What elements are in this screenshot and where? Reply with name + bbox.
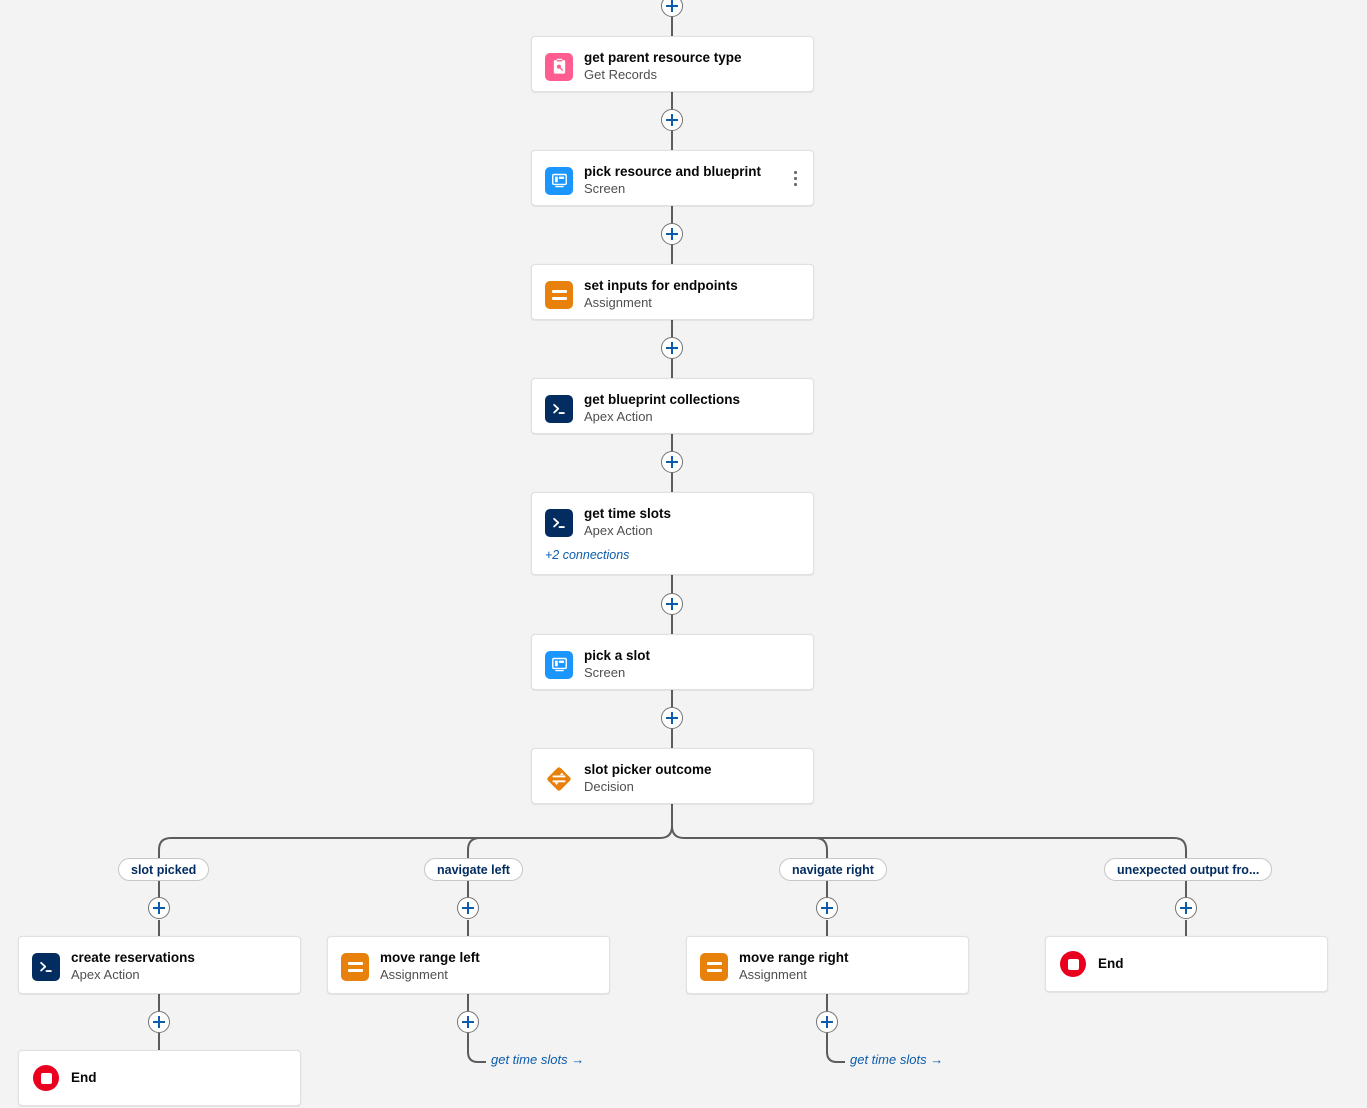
- goto-link-get-time-slots-right[interactable]: get time slots →: [850, 1052, 944, 1067]
- flow-node-create-reservations[interactable]: create reservations Apex Action: [18, 936, 301, 994]
- assignment-bars: [347, 961, 363, 972]
- flow-node-pick-resource-and-blueprint[interactable]: pick resource and blueprint Screen: [531, 150, 814, 206]
- node-menu-button[interactable]: [788, 169, 802, 187]
- add-element-button-after-get-time-slots[interactable]: [661, 593, 683, 615]
- flow-node-title: create reservations: [71, 950, 195, 965]
- connections-count-link[interactable]: +2 connections: [545, 548, 630, 562]
- flow-node-pick-a-slot[interactable]: pick a slot Screen: [531, 634, 814, 690]
- flow-node-subtitle: Decision: [584, 779, 634, 794]
- flow-node-subtitle: Screen: [584, 181, 626, 196]
- end-square: [1067, 958, 1079, 970]
- flow-node-subtitle: Apex Action: [584, 523, 653, 538]
- flow-node-title: move range right: [739, 950, 849, 965]
- kebab-dot: [793, 170, 797, 174]
- flow-node-subtitle: Assignment: [739, 967, 807, 982]
- flow-node-move-range-left[interactable]: move range left Assignment: [327, 936, 610, 994]
- add-element-button-after-get-parent-resource-type[interactable]: [661, 109, 683, 131]
- flow-node-title: End: [71, 1070, 97, 1085]
- screen-icon: [545, 650, 573, 679]
- branch-label-unexpected-output[interactable]: unexpected output fro...: [1104, 858, 1273, 881]
- flow-node-title: End: [1098, 956, 1124, 971]
- end-icon: [32, 1064, 60, 1092]
- flow-node-subtitle: Assignment: [584, 295, 652, 310]
- branch-label-navigate-right[interactable]: navigate right: [779, 858, 887, 881]
- assignment-icon: [700, 952, 728, 981]
- branch-label-slot-picked[interactable]: slot picked: [118, 858, 210, 881]
- assignment-icon: [545, 280, 573, 309]
- flow-node-subtitle: Apex Action: [71, 967, 140, 982]
- add-element-button-top[interactable]: [661, 0, 683, 17]
- add-element-button-after-create-reservations[interactable]: [148, 1011, 170, 1033]
- flow-node-end-unexpected-output[interactable]: End: [1045, 936, 1328, 992]
- end-square: [40, 1072, 52, 1084]
- flow-node-subtitle: Assignment: [380, 967, 448, 982]
- flow-node-get-parent-resource-type[interactable]: get parent resource type Get Records: [531, 36, 814, 92]
- flow-node-set-inputs-for-endpoints[interactable]: set inputs for endpoints Assignment: [531, 264, 814, 320]
- flow-node-subtitle: Screen: [584, 665, 626, 680]
- flow-node-title: pick resource and blueprint: [584, 164, 762, 179]
- add-element-button-branch-navigate-right[interactable]: [816, 897, 838, 919]
- kebab-dot: [793, 176, 797, 180]
- add-element-button-after-pick-a-slot[interactable]: [661, 707, 683, 729]
- flow-node-title: get time slots: [584, 506, 672, 521]
- branch-label-navigate-left[interactable]: navigate left: [424, 858, 523, 881]
- flow-node-title: get blueprint collections: [584, 392, 741, 407]
- flow-node-move-range-right[interactable]: move range right Assignment: [686, 936, 969, 994]
- add-element-button-after-set-inputs-for-endpoints[interactable]: [661, 337, 683, 359]
- assignment-bars: [706, 961, 722, 972]
- add-element-button-after-pick-resource-and-blueprint[interactable]: [661, 223, 683, 245]
- add-element-button-after-move-range-right[interactable]: [816, 1011, 838, 1033]
- apex-action-icon: [32, 952, 60, 981]
- add-element-button-after-move-range-left[interactable]: [457, 1011, 479, 1033]
- flow-node-title: get parent resource type: [584, 50, 742, 65]
- decision-icon: [545, 765, 573, 793]
- flow-node-title: slot picker outcome: [584, 762, 712, 777]
- apex-action-icon: [545, 394, 573, 423]
- add-element-button-branch-unexpected-output[interactable]: [1175, 897, 1197, 919]
- flow-node-slot-picker-outcome[interactable]: slot picker outcome Decision: [531, 748, 814, 804]
- flow-node-get-time-slots[interactable]: get time slots Apex Action +2 connection…: [531, 492, 814, 575]
- kebab-dot: [793, 182, 797, 186]
- end-ring: [1060, 951, 1086, 977]
- apex-action-icon: [545, 508, 573, 537]
- screen-icon: [545, 166, 573, 195]
- flow-node-subtitle: Apex Action: [584, 409, 653, 424]
- get-records-icon: [545, 52, 573, 81]
- add-element-button-after-get-blueprint-collections[interactable]: [661, 451, 683, 473]
- flow-node-get-blueprint-collections[interactable]: get blueprint collections Apex Action: [531, 378, 814, 434]
- add-element-button-branch-navigate-left[interactable]: [457, 897, 479, 919]
- flow-node-title: pick a slot: [584, 648, 651, 663]
- assignment-icon: [341, 952, 369, 981]
- assignment-bars: [551, 289, 567, 300]
- flow-node-title: move range left: [380, 950, 480, 965]
- flow-node-title: set inputs for endpoints: [584, 278, 738, 293]
- add-element-button-branch-slot-picked[interactable]: [148, 897, 170, 919]
- end-ring: [33, 1065, 59, 1091]
- flow-node-end-create-reservations[interactable]: End: [18, 1050, 301, 1106]
- flow-node-subtitle: Get Records: [584, 67, 657, 82]
- goto-link-get-time-slots-left[interactable]: get time slots →: [491, 1052, 585, 1067]
- end-icon: [1059, 950, 1087, 978]
